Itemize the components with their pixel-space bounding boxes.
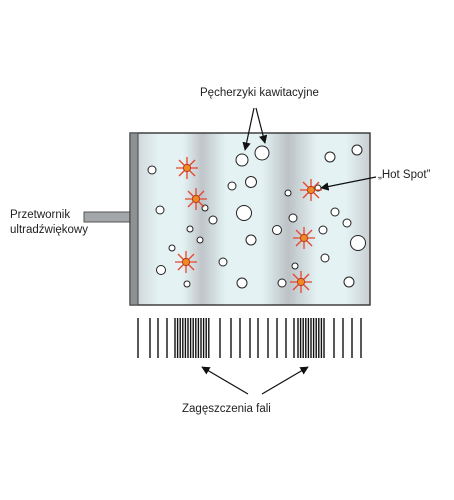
bubble (291, 262, 299, 270)
bubble (147, 165, 157, 175)
label-wave-compression: Zagęszczenia fali (182, 403, 271, 415)
bubble (235, 153, 249, 167)
hot-spots-group (175, 157, 322, 293)
bubble (155, 205, 165, 215)
hot-spot-icon (293, 227, 315, 249)
bubble (245, 176, 257, 188)
bubble (196, 236, 204, 244)
transducer-plate (129, 132, 139, 306)
bubble (343, 276, 355, 288)
hot-spot-icon (175, 251, 197, 273)
bubble (218, 257, 228, 267)
bubble (254, 145, 270, 161)
bubble (351, 144, 363, 156)
bubble (168, 244, 176, 252)
hot-spot-icon (185, 188, 207, 210)
bubble (330, 207, 340, 217)
bubble (324, 151, 336, 163)
bubble (245, 234, 257, 246)
bubble (236, 277, 248, 289)
bubble (236, 205, 252, 221)
label-transducer: Przetwornik ultradźwiękowy (10, 208, 88, 238)
hot-spot-icon (290, 271, 312, 293)
label-cavitation-bubbles: Pęcherzyki kawitacyjne (200, 87, 319, 99)
bubble (186, 225, 194, 233)
bubble (272, 225, 282, 235)
bubble (320, 253, 330, 263)
bubble (208, 215, 218, 225)
label-hot-spot: „Hot Spot” (378, 169, 431, 181)
hot-spot-icon (176, 157, 198, 179)
arrow-compression-right (261, 366, 309, 395)
bubble (318, 225, 328, 235)
bubble (284, 189, 292, 197)
wave-compression-bars (137, 318, 362, 358)
bubble (183, 280, 191, 288)
arrow-bubbles-left (242, 107, 255, 151)
arrow-hot-spot (320, 176, 377, 191)
bubble (350, 235, 366, 251)
transducer-rod (83, 211, 132, 223)
hot-spot-icon (300, 179, 322, 201)
bubble (156, 265, 166, 275)
arrow-compression-left (201, 366, 249, 395)
bubble (342, 218, 352, 228)
arrow-bubbles-right (255, 107, 268, 144)
bubble (288, 213, 298, 223)
label-transducer-line1: Przetwornik (10, 209, 71, 221)
bubble (277, 278, 287, 288)
bubble (227, 181, 237, 191)
label-transducer-line2: ultradźwiękowy (10, 224, 88, 236)
